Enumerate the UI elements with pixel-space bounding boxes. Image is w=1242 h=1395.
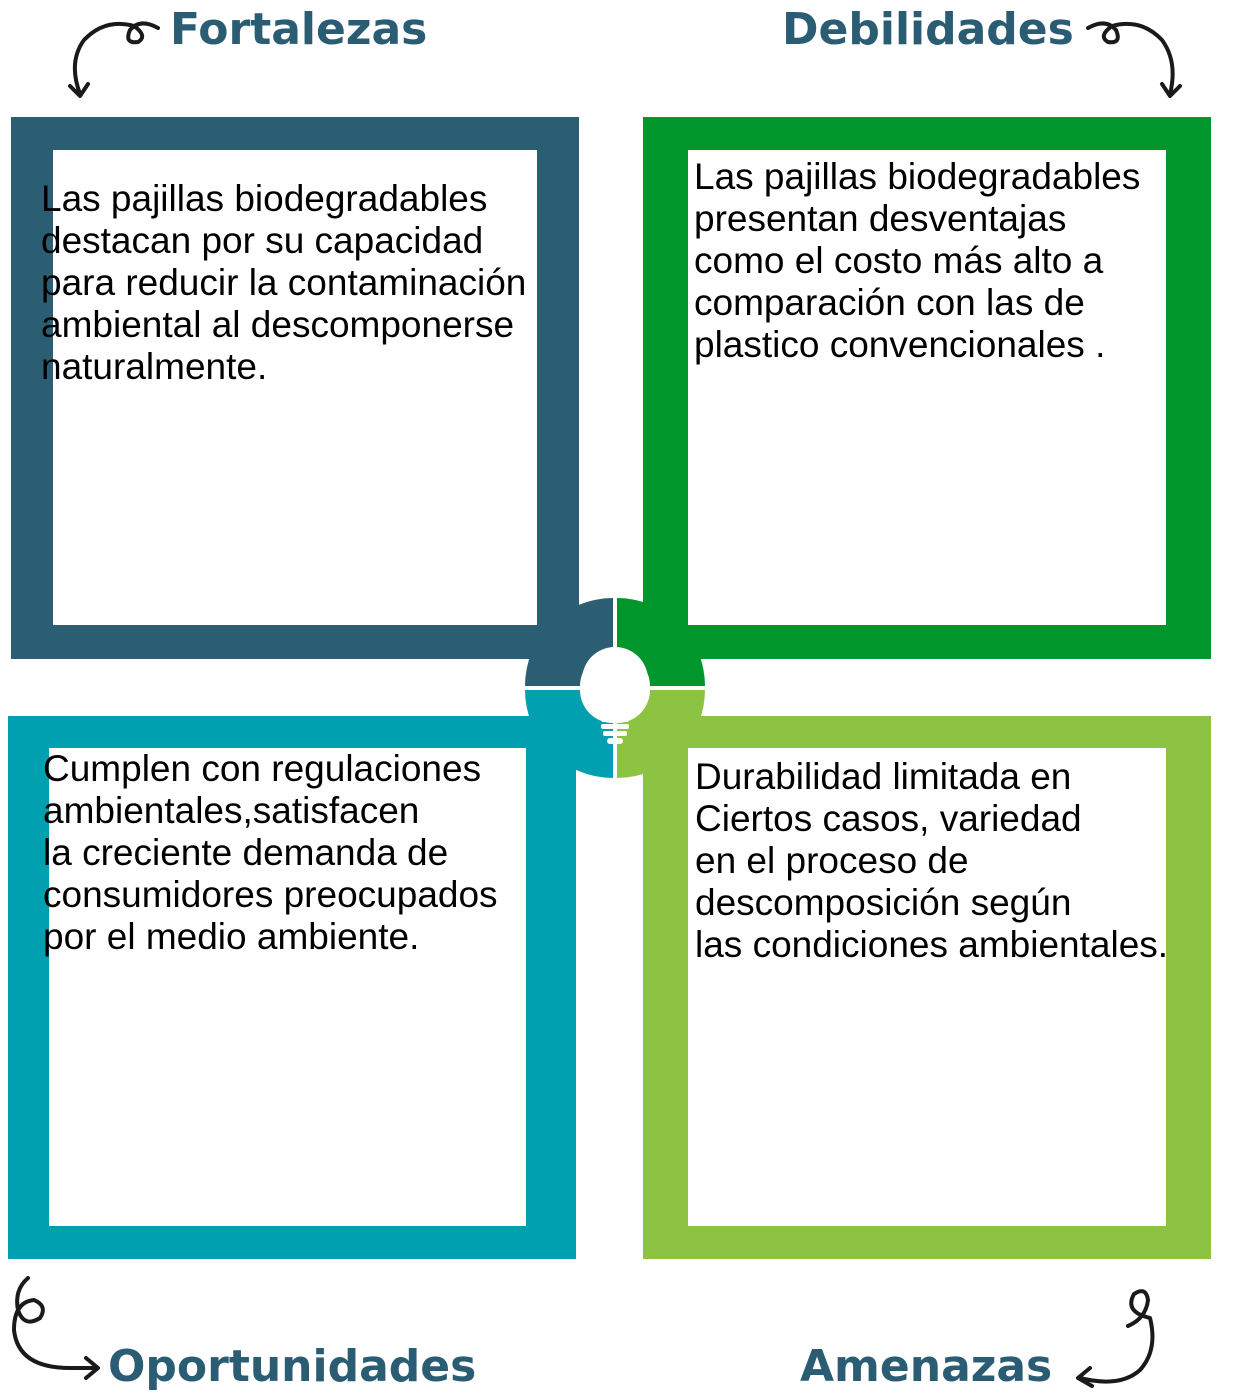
curly-arrow-icon [1078,1289,1155,1384]
fortalezas-title: Fortalezas [170,4,428,55]
center-ring [525,598,705,778]
debilidades-title: Debilidades [782,4,1074,55]
oportunidades-title: Oportunidades [108,1341,477,1392]
arrowhead-icon [68,82,90,98]
fortalezas-text: Las pajillas biodegradables destacan por… [41,178,527,387]
debilidades-text: Las pajillas biodegradables presentan de… [694,156,1141,365]
oportunidades-text: Cumplen con regulaciones ambientales,sat… [43,748,498,957]
curly-arrow-icon [72,21,160,96]
amenazas-box [643,716,1211,1259]
oportunidades-box [8,716,576,1259]
lightbulb-icon [582,647,648,744]
arrowhead-icon [1160,82,1182,98]
amenazas-title: Amenazas [800,1341,1053,1392]
curly-arrow-icon [12,1276,98,1370]
curly-arrow-icon [1086,21,1175,96]
debilidades-box [643,117,1211,659]
arrowhead-icon [1076,1366,1094,1388]
fortalezas-box [11,117,579,659]
amenazas-text: Durabilidad limitada en Ciertos casos, v… [695,756,1169,965]
arrowhead-icon [84,1356,100,1380]
